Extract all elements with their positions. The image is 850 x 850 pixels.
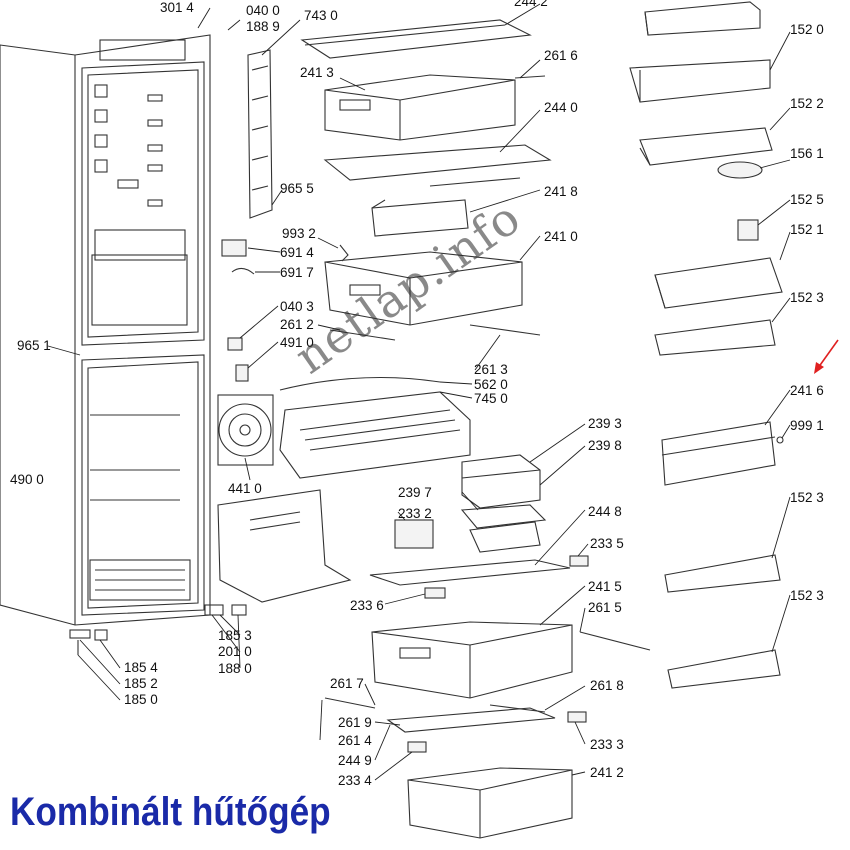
label-244-2: 244 2 <box>514 0 548 9</box>
egg-tray-156-1 <box>717 161 763 179</box>
label-691-4: 691 4 <box>280 245 314 260</box>
door-balcony-152-2 <box>639 127 773 166</box>
label-152-3-c: 152 3 <box>790 588 824 603</box>
label-241-0: 241 0 <box>544 229 578 244</box>
screw-999-1 <box>776 436 784 444</box>
label-965-1: 965 1 <box>17 338 51 353</box>
label-999-1: 999 1 <box>790 418 824 433</box>
label-743-0: 743 0 <box>304 8 338 23</box>
label-241-3: 241 3 <box>300 65 334 80</box>
rail-261-2 <box>329 329 396 341</box>
label-241-2: 241 2 <box>590 765 624 780</box>
door-balcony-152-3-middle <box>664 554 781 593</box>
door-balcony-152-3-lower <box>667 649 781 689</box>
label-152-3-a: 152 3 <box>790 290 824 305</box>
label-188-9: 188 9 <box>246 19 280 34</box>
label-261-6: 261 6 <box>544 48 578 63</box>
label-241-6: 241 6 <box>790 383 824 398</box>
label-233-3: 233 3 <box>590 737 624 752</box>
freezer-drawer-lower <box>407 767 573 839</box>
label-562-0: 562 0 <box>474 377 508 392</box>
crisper-bin-upper <box>324 74 516 141</box>
label-040-3: 040 3 <box>280 299 314 314</box>
label-233-5: 233 5 <box>590 536 624 551</box>
label-301-4: 301 4 <box>160 0 194 15</box>
wire-261-6 <box>514 75 546 79</box>
label-691-7: 691 7 <box>280 265 314 280</box>
label-993-2: 993 2 <box>282 226 316 241</box>
label-261-2: 261 2 <box>280 317 314 332</box>
label-239-8: 239 8 <box>588 438 622 453</box>
label-185-2: 185 2 <box>124 676 158 691</box>
label-188-0: 188 0 <box>218 661 252 676</box>
label-239-7: 239 7 <box>398 485 432 500</box>
fan-assembly <box>217 394 274 466</box>
label-745-0: 745 0 <box>474 391 508 406</box>
glass-shelf-244-8 <box>369 559 571 586</box>
small-components <box>221 239 349 382</box>
label-152-3-b: 152 3 <box>790 490 824 505</box>
label-152-0: 152 0 <box>790 22 824 37</box>
label-185-4: 185 4 <box>124 660 158 675</box>
rail-261-5 <box>579 631 651 651</box>
label-965-5: 965 5 <box>280 181 314 196</box>
freezer-drawer-upper <box>371 621 573 699</box>
label-244-8: 244 8 <box>588 504 622 519</box>
small-tray <box>371 199 469 237</box>
label-261-3: 261 3 <box>474 362 508 377</box>
label-185-0: 185 0 <box>124 692 158 707</box>
dairy-flap-241-6 <box>661 421 776 486</box>
hinge-233-6 <box>424 587 446 599</box>
label-261-7: 261 7 <box>330 676 364 691</box>
label-201-0: 201 0 <box>218 644 252 659</box>
glass-shelf-top <box>300 19 532 59</box>
ice-compartment <box>461 454 541 509</box>
drawer-large <box>324 251 523 326</box>
fridge-cabinet <box>0 34 211 626</box>
door-balcony-152-1 <box>654 257 783 309</box>
label-241-5: 241 5 <box>588 579 622 594</box>
label-152-2: 152 2 <box>790 96 824 111</box>
rail-261-7 <box>324 697 376 709</box>
hinge-233-4 <box>407 741 427 753</box>
part-number-labels: 301 4 040 0 188 9 743 0 244 2 152 0 241 … <box>10 0 824 788</box>
bottom-hinge-parts <box>69 604 247 655</box>
door-balcony-152-0 <box>629 59 771 103</box>
glass-shelf-middle <box>323 144 552 187</box>
highlight-arrow <box>814 339 839 374</box>
clip-152-5 <box>737 219 759 241</box>
glass-shelf-244-9 <box>386 707 556 733</box>
label-233-4: 233 4 <box>338 773 372 788</box>
ice-tray <box>460 504 547 553</box>
hinge-233-3 <box>567 711 587 723</box>
component-233-2 <box>394 519 434 549</box>
leader-lines <box>47 3 791 781</box>
label-261-9: 261 9 <box>338 715 372 730</box>
label-233-6: 233 6 <box>350 598 384 613</box>
diagram-caption: Kombinált hűtőgép <box>10 790 331 834</box>
rail-261-3 <box>469 324 541 336</box>
label-244-9: 244 9 <box>338 753 372 768</box>
label-152-1: 152 1 <box>790 222 824 237</box>
label-040-0: 040 0 <box>246 3 280 18</box>
label-491-0: 491 0 <box>280 335 314 350</box>
door-balcony-152-2-top <box>644 1 761 36</box>
label-441-0: 441 0 <box>228 481 262 496</box>
label-233-2: 233 2 <box>398 506 432 521</box>
hinge-233-5 <box>569 555 589 567</box>
label-156-1: 156 1 <box>790 146 824 161</box>
door-rail-column <box>247 49 273 219</box>
label-241-8: 241 8 <box>544 184 578 199</box>
label-261-4: 261 4 <box>338 733 372 748</box>
label-261-5: 261 5 <box>588 600 622 615</box>
label-490-0: 490 0 <box>10 472 44 487</box>
door-balcony-152-3-upper <box>654 319 776 356</box>
rear-cover-plate <box>217 489 352 603</box>
label-185-3: 185 3 <box>218 628 252 643</box>
label-244-0: 244 0 <box>544 100 578 115</box>
label-152-5: 152 5 <box>790 192 824 207</box>
label-239-3: 239 3 <box>588 416 622 431</box>
label-261-8: 261 8 <box>590 678 624 693</box>
